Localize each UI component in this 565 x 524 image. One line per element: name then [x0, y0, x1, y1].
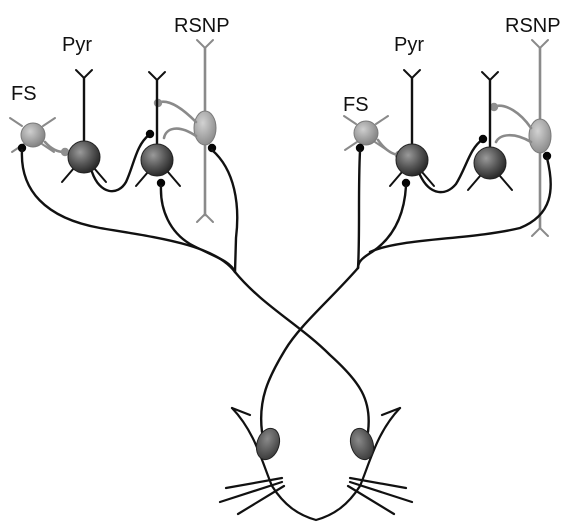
- left-pyr1-soma: [67, 140, 101, 174]
- left-pyr2-soma: [140, 143, 174, 177]
- left-fs-terminal: [60, 147, 70, 157]
- right-pyr-label: Pyr: [394, 34, 424, 56]
- right-pyr-neuron-2: [467, 71, 513, 191]
- right-pyr1-soma: [395, 143, 429, 177]
- left-fs-input-terminal: [17, 143, 27, 153]
- right-pyr-neuron-1: [389, 69, 435, 187]
- left-pyr2-input-terminal: [156, 178, 166, 188]
- left-fs-label: FS: [11, 83, 37, 105]
- right-circuit: [343, 39, 552, 270]
- right-rsnp-neuron: [489, 39, 552, 237]
- left-fs-soma: [20, 122, 46, 148]
- left-pyr-label: Pyr: [62, 34, 92, 56]
- right-rsnp-soma: [528, 118, 552, 154]
- left-to-right-pad-axon: [233, 270, 370, 434]
- left-whisker-pad: [255, 427, 281, 461]
- left-whiskers: [218, 476, 286, 516]
- left-circuit: [9, 39, 239, 274]
- right-pyr2-soma: [473, 146, 507, 180]
- left-pyr-neuron-2: [135, 71, 181, 187]
- left-rsnp-neuron: [153, 39, 217, 223]
- left-rsnp-input-terminal: [207, 143, 217, 153]
- rodent-snout: [218, 406, 414, 522]
- right-fs-neuron: [343, 115, 404, 160]
- left-rsnp-soma: [193, 110, 217, 146]
- left-pyr1-terminal: [145, 129, 155, 139]
- right-rsnp-input-terminal: [542, 151, 552, 161]
- right-rsnp-terminal: [489, 102, 499, 112]
- right-pyr1-terminal: [478, 134, 488, 144]
- right-whiskers: [346, 476, 414, 516]
- left-pyr-neuron-1: [61, 69, 107, 183]
- right-pyr1-input-terminal: [401, 178, 411, 188]
- right-rsnp-label: RSNP: [505, 15, 561, 37]
- right-fs-soma: [353, 120, 379, 146]
- left-fs-neuron: [9, 117, 70, 157]
- left-rsnp-label: RSNP: [174, 15, 230, 37]
- right-whisker-pad: [349, 427, 375, 461]
- right-to-left-pad-axon: [260, 266, 360, 434]
- right-fs-input-terminal: [355, 143, 365, 153]
- right-fs-label: FS: [343, 94, 369, 116]
